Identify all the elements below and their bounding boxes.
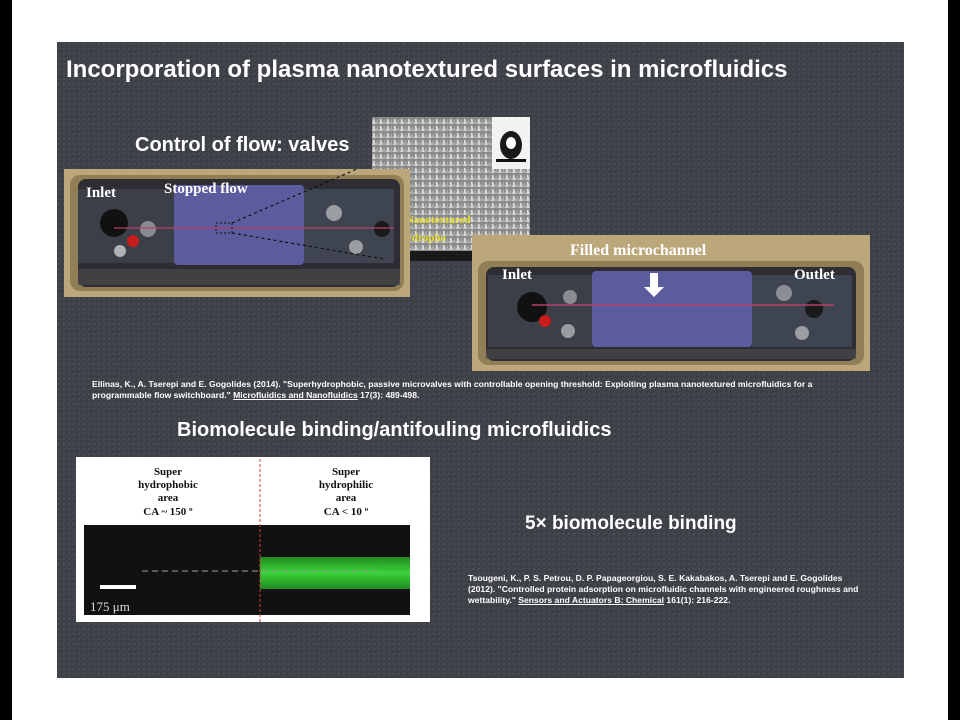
slide-title: Incorporation of plasma nanotextured sur… bbox=[66, 56, 788, 83]
bio-right-line4: CA < 10 º bbox=[324, 506, 369, 518]
reference-tsougeni: Tsougeni, K., P. S. Petrou, D. P. Papage… bbox=[468, 573, 868, 606]
section-heading-valves: Control of flow: valves bbox=[135, 134, 350, 156]
reference-ellinas-journal[interactable]: Microfluidics and Nanofluidics bbox=[233, 390, 358, 400]
valve2-filled-label: Filled microchannel bbox=[570, 242, 707, 259]
valve1-stopped-flow-label: Stopped flow bbox=[164, 181, 248, 197]
letterbox-left bbox=[0, 0, 12, 720]
reference-ellinas-text: Ellinas, K., A. Tserepi and E. Gogolides… bbox=[92, 379, 813, 400]
bio-left-line2: hydrophobic bbox=[138, 479, 198, 491]
bio-right-line1: Super bbox=[332, 466, 360, 478]
valve2-outlet-label: Outlet bbox=[794, 267, 835, 283]
valve-chip-filled-channel-image: Filled microchannel Inlet Outlet bbox=[472, 235, 870, 371]
letterbox-right bbox=[948, 0, 960, 720]
reference-ellinas-tail: 17(3): 489-498. bbox=[357, 390, 420, 400]
valve2-inlet-label: Inlet bbox=[502, 267, 532, 283]
highlight-5x-binding: 5× biomolecule binding bbox=[525, 513, 737, 534]
bio-left-line4: CA ~ 150 º bbox=[143, 506, 193, 518]
slide: Incorporation of plasma nanotextured sur… bbox=[57, 42, 904, 678]
reference-tsougeni-journal[interactable]: Sensors and Actuators B: Chemical bbox=[518, 595, 665, 605]
sem-label-line1: Nanotextured bbox=[406, 214, 471, 226]
valve1-inlet-label: Inlet bbox=[86, 185, 116, 201]
bio-scale-bar-label: 175 μm bbox=[90, 599, 130, 614]
reference-tsougeni-text: Tsougeni, K., P. S. Petrou, D. P. Papage… bbox=[468, 573, 859, 605]
valve-chip-stopped-flow-image: Inlet Stopped flow bbox=[64, 169, 410, 297]
bio-right-line3: area bbox=[336, 492, 357, 504]
biomolecule-binding-figure: Super hydrophobic area CA ~ 150 º Super … bbox=[76, 457, 430, 622]
bio-right-line2: hydrophilic bbox=[319, 479, 373, 491]
reference-ellinas: Ellinas, K., A. Tserepi and E. Gogolides… bbox=[92, 379, 872, 401]
reference-tsougeni-tail: 161(1): 216-222. bbox=[664, 595, 731, 605]
bio-left-line1: Super bbox=[154, 466, 182, 478]
section-heading-biomolecule: Biomolecule binding/antifouling microflu… bbox=[177, 419, 612, 441]
bio-left-line3: area bbox=[158, 492, 179, 504]
